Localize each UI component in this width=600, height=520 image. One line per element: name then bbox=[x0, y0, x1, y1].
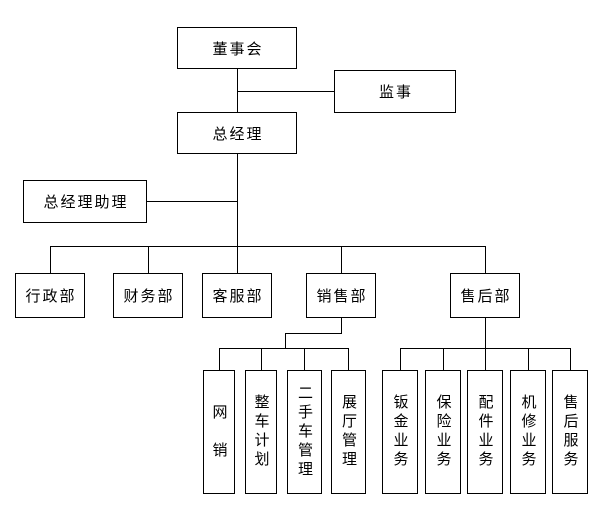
node-dept-customer-service[interactable]: 客服部 bbox=[202, 273, 272, 318]
node-gm-assistant-label: 总经理助理 bbox=[43, 194, 129, 211]
connector-after-sales-drop bbox=[485, 317, 486, 349]
connector-stub-customer-service bbox=[237, 246, 238, 273]
node-dept-customer-service-label: 客服部 bbox=[212, 288, 264, 305]
connector-stub-insurance bbox=[443, 348, 444, 370]
connector-stub-sheet-metal bbox=[400, 348, 401, 370]
node-unit-used-car-management-label: 二手车管理 bbox=[296, 384, 313, 480]
node-dept-after-sales-label: 售后部 bbox=[460, 288, 512, 305]
connector-stub-after-service bbox=[570, 348, 571, 370]
node-unit-sheet-metal[interactable]: 钣金业务 bbox=[382, 370, 418, 494]
node-supervisor-label: 监事 bbox=[378, 84, 413, 101]
connector-stub-sales bbox=[341, 246, 342, 273]
node-unit-parts-label: 配件业务 bbox=[476, 394, 494, 470]
node-unit-mechanical-repair[interactable]: 机修业务 bbox=[510, 370, 546, 494]
node-dept-finance[interactable]: 财务部 bbox=[113, 273, 183, 318]
connector-board-to-gm bbox=[237, 68, 238, 112]
connector-sales-elbow-across bbox=[285, 333, 342, 334]
connector-trunk-to-gm-assistant bbox=[147, 201, 237, 202]
node-dept-admin[interactable]: 行政部 bbox=[15, 273, 85, 318]
connector-stub-online-sales bbox=[219, 348, 220, 370]
node-gm-assistant[interactable]: 总经理助理 bbox=[23, 180, 147, 223]
connector-trunk-to-supervisor bbox=[237, 91, 334, 92]
node-dept-after-sales[interactable]: 售后部 bbox=[450, 273, 520, 318]
connector-sales-elbow-down bbox=[341, 317, 342, 334]
node-unit-insurance[interactable]: 保险业务 bbox=[425, 370, 461, 494]
connector-departments-rail bbox=[50, 246, 486, 247]
node-unit-after-sales-service[interactable]: 售后服务 bbox=[552, 370, 588, 494]
node-general-manager-label: 总经理 bbox=[212, 125, 264, 143]
connector-stub-vehicle-planning bbox=[261, 348, 262, 370]
connector-stub-parts bbox=[485, 348, 486, 370]
node-general-manager[interactable]: 总经理 bbox=[177, 112, 297, 154]
node-unit-sheet-metal-label: 钣金业务 bbox=[391, 394, 409, 470]
connector-stub-finance bbox=[148, 246, 149, 273]
connector-stub-after-sales bbox=[485, 246, 486, 273]
connector-gm-to-main-rail bbox=[237, 153, 238, 246]
connector-sales-elbow-drop bbox=[285, 333, 286, 349]
node-unit-after-sales-service-label: 售后服务 bbox=[561, 394, 579, 470]
node-unit-mechanical-repair-label: 机修业务 bbox=[519, 394, 537, 470]
connector-stub-mechanic bbox=[528, 348, 529, 370]
connector-sales-units-rail bbox=[219, 348, 349, 349]
connector-stub-showroom bbox=[348, 348, 349, 370]
node-unit-vehicle-planning[interactable]: 整车计划 bbox=[245, 370, 277, 494]
node-dept-sales-label: 销售部 bbox=[316, 288, 368, 305]
node-unit-insurance-label: 保险业务 bbox=[434, 394, 452, 470]
node-unit-online-sales[interactable]: 网 销 bbox=[203, 370, 235, 494]
node-unit-vehicle-planning-label: 整车计划 bbox=[252, 394, 270, 470]
node-board[interactable]: 董事会 bbox=[177, 27, 297, 69]
node-supervisor[interactable]: 监事 bbox=[334, 70, 456, 113]
node-unit-parts[interactable]: 配件业务 bbox=[467, 370, 503, 494]
node-dept-finance-label: 财务部 bbox=[123, 288, 175, 305]
node-unit-showroom-management-label: 展厅管理 bbox=[340, 394, 357, 470]
node-dept-admin-label: 行政部 bbox=[25, 288, 77, 305]
connector-stub-admin bbox=[50, 246, 51, 273]
node-board-label: 董事会 bbox=[212, 40, 264, 58]
connector-stub-used-car bbox=[304, 348, 305, 370]
node-unit-used-car-management[interactable]: 二手车管理 bbox=[287, 370, 322, 494]
node-dept-sales[interactable]: 销售部 bbox=[306, 273, 376, 318]
node-unit-showroom-management[interactable]: 展厅管理 bbox=[331, 370, 366, 494]
node-unit-online-sales-label: 网 销 bbox=[210, 403, 228, 461]
